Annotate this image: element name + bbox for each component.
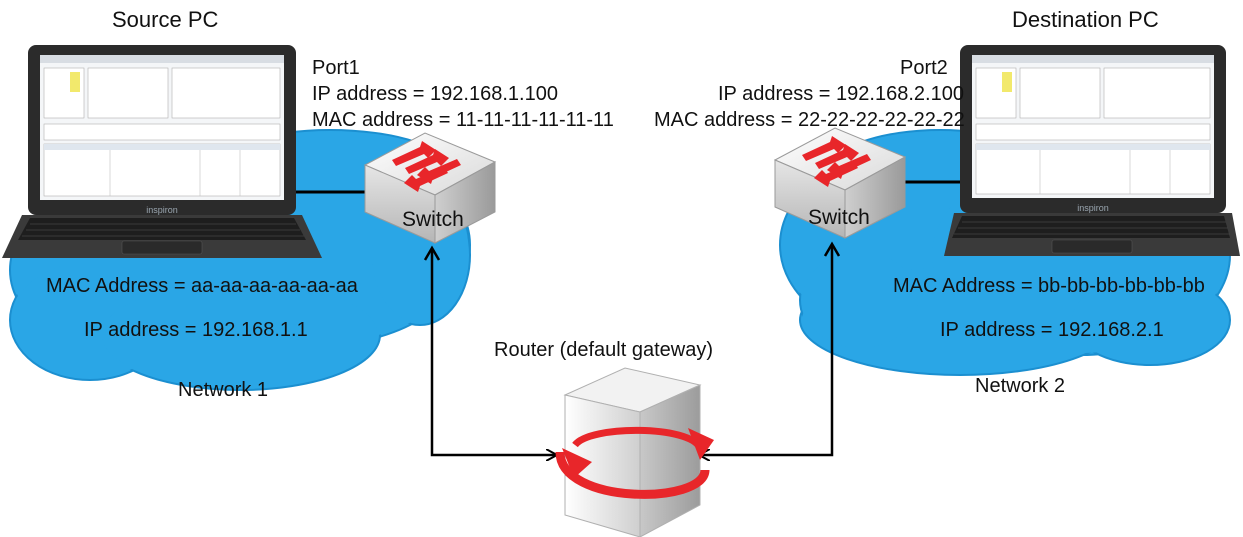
source-pc-title: Source PC bbox=[112, 7, 219, 32]
link-arrow-right bbox=[700, 246, 834, 455]
port2-name: Port2 bbox=[900, 57, 948, 79]
router-icon bbox=[555, 367, 714, 537]
arrowhead-up-left bbox=[423, 245, 441, 261]
laptop-brand: inspiron bbox=[1077, 203, 1109, 213]
switch-right-label: Switch bbox=[808, 206, 870, 229]
destination-mac-address: MAC Address = bb-bb-bb-bb-bb-bb bbox=[893, 275, 1205, 297]
switch-icon bbox=[363, 132, 497, 244]
laptop-icon: inspiron bbox=[944, 45, 1240, 256]
port2-ip: IP address = 192.168.2.100 bbox=[718, 83, 964, 105]
switch-icon bbox=[773, 127, 907, 239]
laptop-brand: inspiron bbox=[146, 205, 178, 215]
source-ip-address: IP address = 192.168.1.1 bbox=[84, 319, 308, 341]
port1-name: Port1 bbox=[312, 57, 360, 79]
network-2-label: Network 2 bbox=[975, 375, 1066, 397]
link-arrow-left bbox=[430, 250, 556, 455]
destination-pc-title: Destination PC bbox=[1012, 7, 1159, 32]
port1-ip: IP address = 192.168.1.100 bbox=[312, 83, 558, 105]
router-label: Router (default gateway) bbox=[494, 339, 714, 361]
switch-left-label: Switch bbox=[402, 208, 464, 231]
destination-ip-address: IP address = 192.168.2.1 bbox=[940, 319, 1164, 341]
arrowhead-up-right bbox=[823, 241, 841, 257]
source-mac-address: MAC Address = aa-aa-aa-aa-aa-aa bbox=[46, 275, 358, 297]
port2-mac: MAC address = 22-22-22-22-22-22 bbox=[654, 109, 965, 131]
port1-mac: MAC address = 11-11-11-11-11-11 bbox=[312, 109, 614, 131]
laptop-icon: inspiron bbox=[2, 45, 322, 258]
network-1-label: Network 1 bbox=[178, 379, 269, 401]
